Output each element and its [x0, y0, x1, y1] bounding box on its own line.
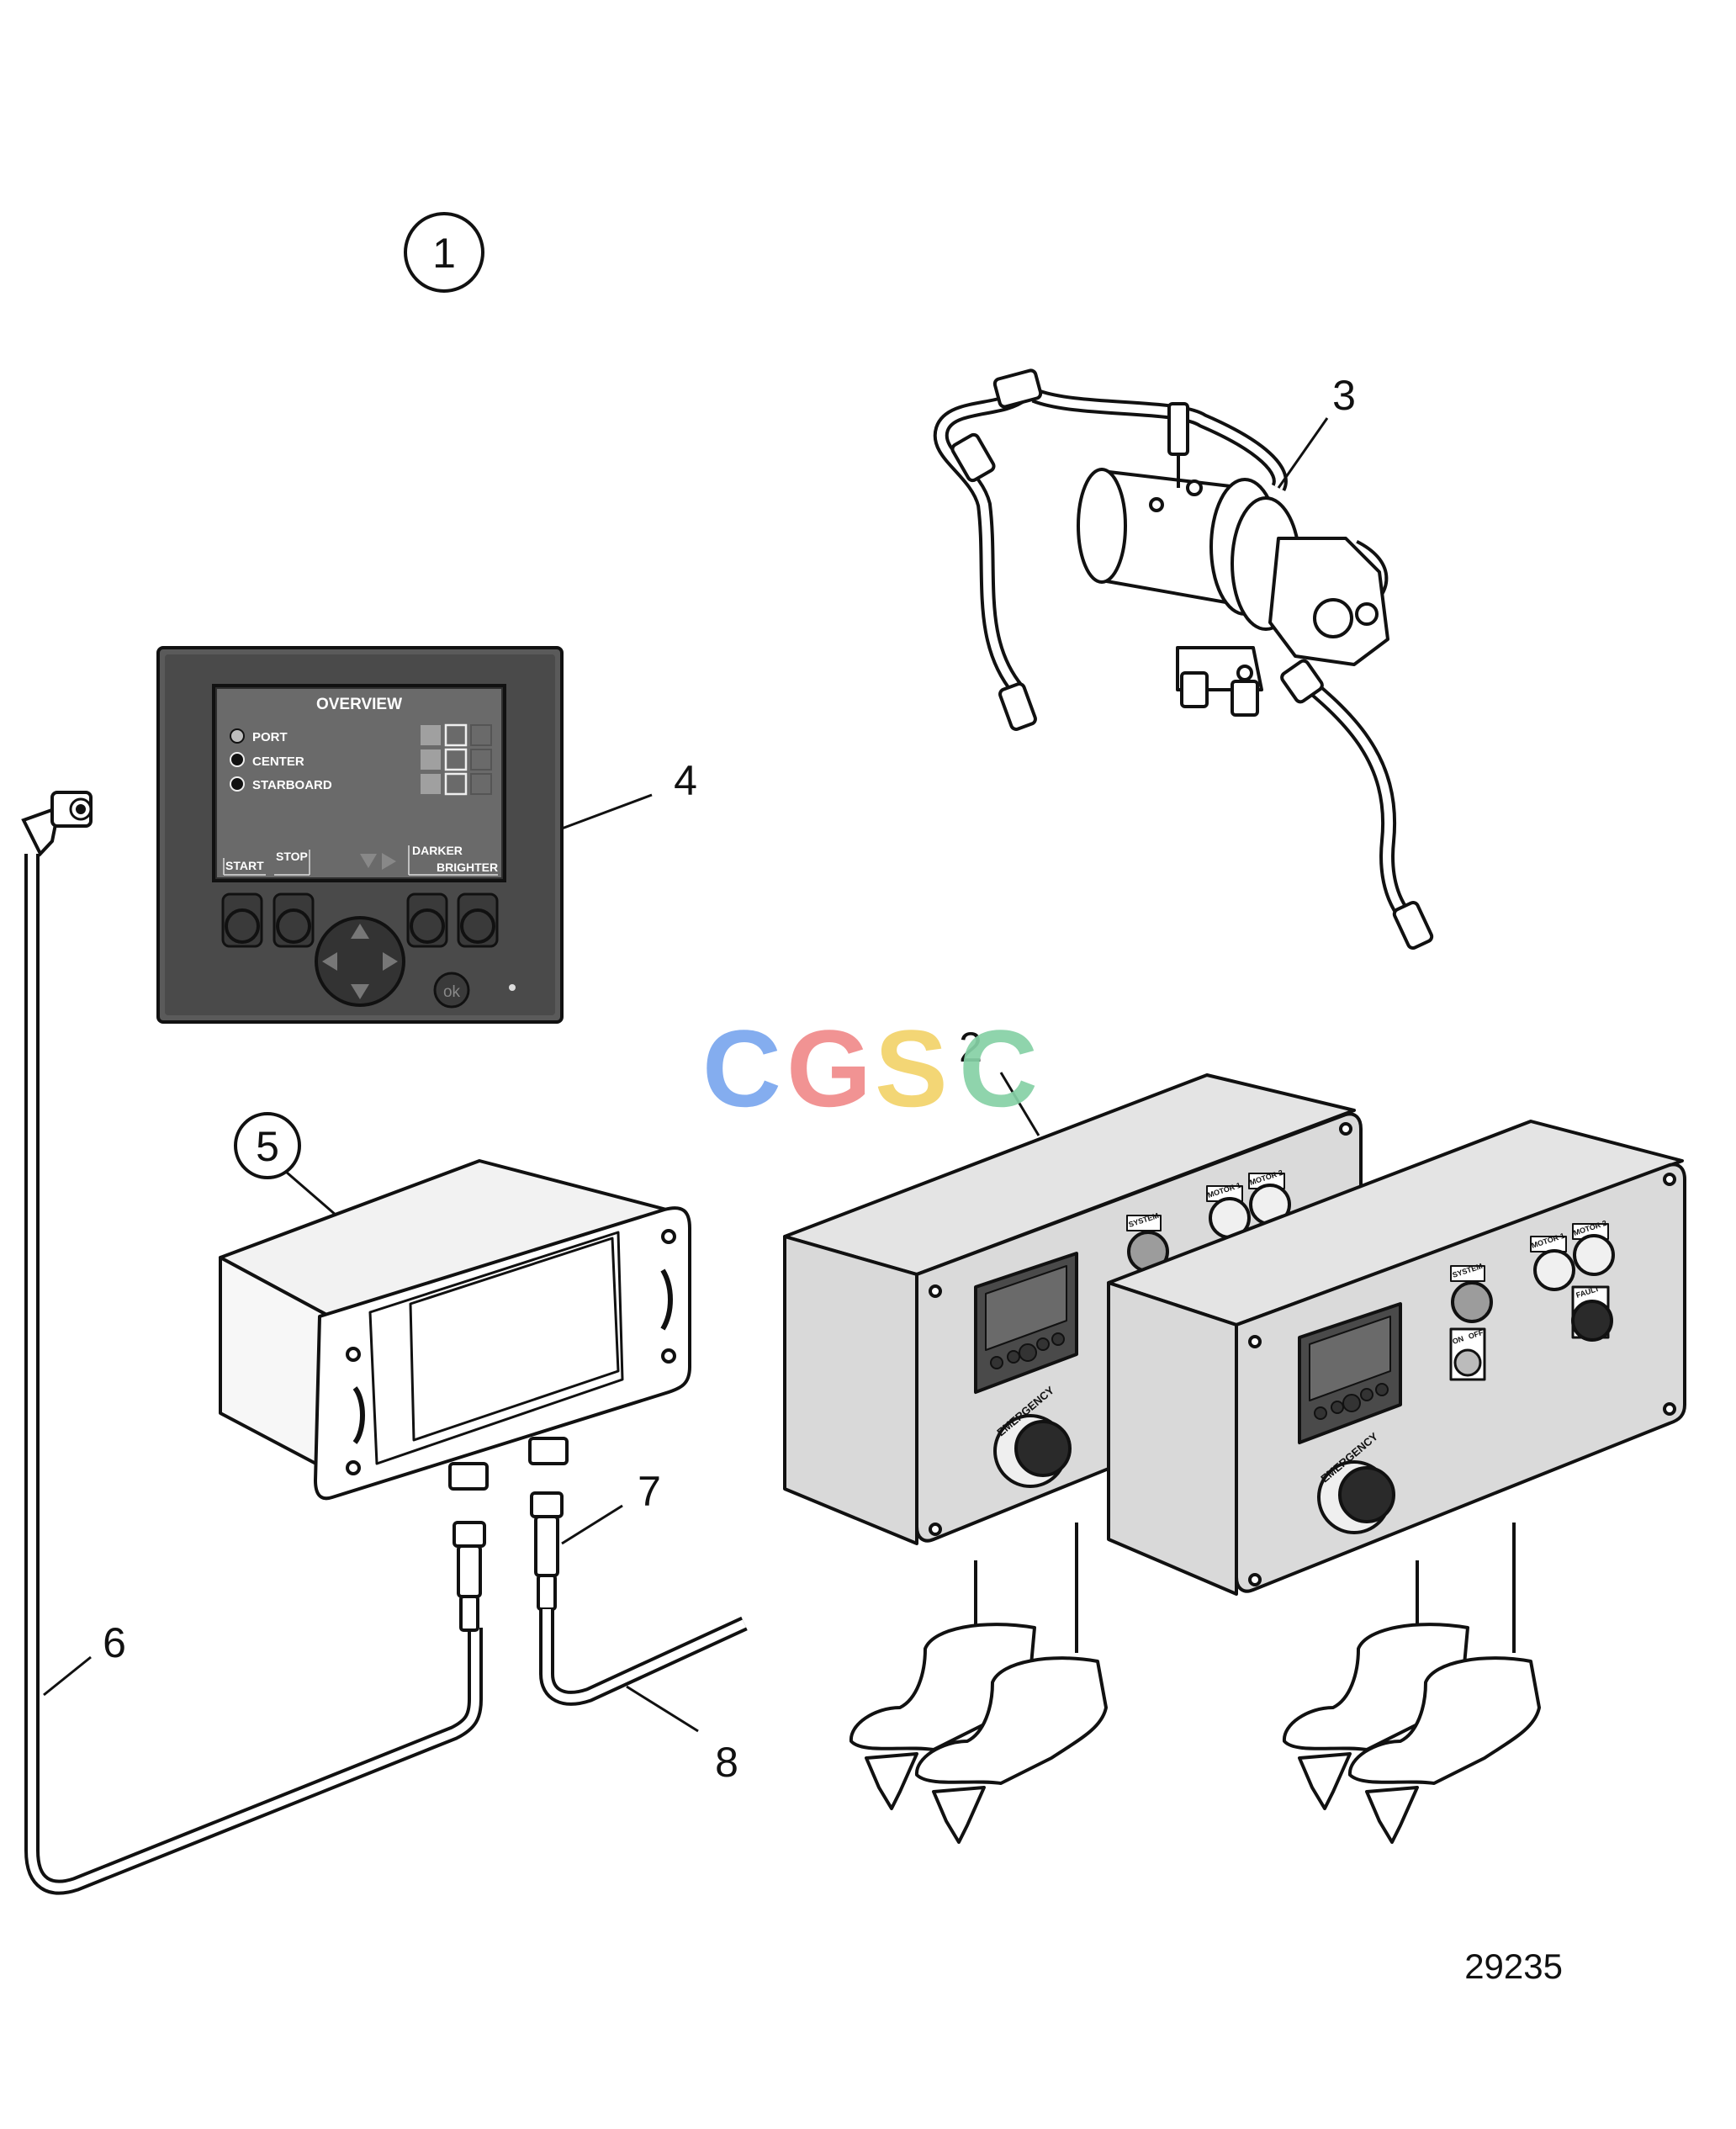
down-triangle-icon	[360, 854, 377, 868]
softkey-label-start: START	[225, 859, 264, 872]
watermark-letter-3: S	[875, 1007, 948, 1130]
callout-8: 8	[626, 1685, 738, 1786]
right-triangle-icon	[382, 853, 396, 870]
softkey-button-1[interactable]	[221, 892, 263, 948]
watermark-letter-2: G	[786, 1007, 871, 1130]
callout-5: 5	[234, 1112, 337, 1217]
up-arrow-icon[interactable]	[351, 924, 369, 939]
engine-pair-right	[1282, 1523, 1541, 1844]
softkey-button-2[interactable]	[273, 892, 315, 948]
callout-2: 2	[959, 1024, 1040, 1136]
control-panel-2	[1107, 1120, 1686, 1596]
engine-label-port: PORT	[252, 730, 288, 744]
callout-5-number: 5	[256, 1123, 279, 1170]
reference-number: 29235	[1464, 1946, 1563, 1986]
engine-row-port: PORT	[230, 728, 288, 744]
softkey-label-brighter: BRIGHTER	[437, 861, 498, 874]
control-display: OVERVIEW PORT CENTER STARBOARD START	[156, 646, 564, 1024]
callout-2-number: 2	[959, 1024, 982, 1071]
cable-6	[21, 791, 483, 1895]
control-unit-box	[219, 1159, 691, 1501]
watermark-letter-4: C	[959, 1007, 1038, 1130]
softkey-label-darker: DARKER	[412, 844, 463, 857]
callout-7-number: 7	[638, 1468, 661, 1515]
navigation-pad[interactable]	[315, 916, 405, 1007]
panel-2-on-label: ON	[1452, 1334, 1465, 1346]
watermark-letter-1: C	[702, 1007, 781, 1130]
callout-1: 1	[404, 212, 484, 293]
callout-4: 4	[561, 757, 697, 830]
engine-row-starboard: STARBOARD	[230, 776, 332, 792]
callout-3: 3	[1277, 372, 1356, 489]
callout-3-number: 3	[1332, 372, 1356, 419]
cable-8	[539, 1609, 748, 1706]
pump-motor-assembly	[933, 368, 1434, 951]
callout-8-number: 8	[715, 1739, 738, 1786]
ok-button-label: ok	[443, 983, 461, 1001]
connector-cable-6	[453, 1521, 486, 1632]
engine-label-starboard: STARBOARD	[252, 778, 332, 792]
callout-6-number: 6	[103, 1619, 126, 1666]
callout-6: 6	[43, 1619, 126, 1697]
indicator-led	[509, 984, 516, 991]
left-arrow-icon[interactable]	[322, 952, 337, 971]
down-arrow-icon[interactable]	[351, 984, 369, 999]
engine-row-center: CENTER	[230, 752, 304, 769]
connector-cable-7	[530, 1491, 564, 1611]
callout-1-number: 1	[432, 230, 456, 277]
softkey-label-stop: STOP	[276, 850, 308, 863]
softkey-button-4[interactable]	[457, 892, 499, 948]
status-indicator-grid	[421, 723, 492, 796]
callout-7: 7	[561, 1468, 661, 1545]
screen-title: OVERVIEW	[316, 696, 402, 713]
watermark: C G S C	[702, 1007, 1038, 1130]
callout-4-number: 4	[674, 757, 697, 804]
softkey-button-3[interactable]	[406, 892, 448, 948]
ok-button[interactable]: ok	[433, 972, 470, 1009]
right-arrow-icon[interactable]	[383, 952, 398, 971]
engine-label-center: CENTER	[252, 755, 304, 769]
engine-pair-left	[849, 1523, 1108, 1844]
